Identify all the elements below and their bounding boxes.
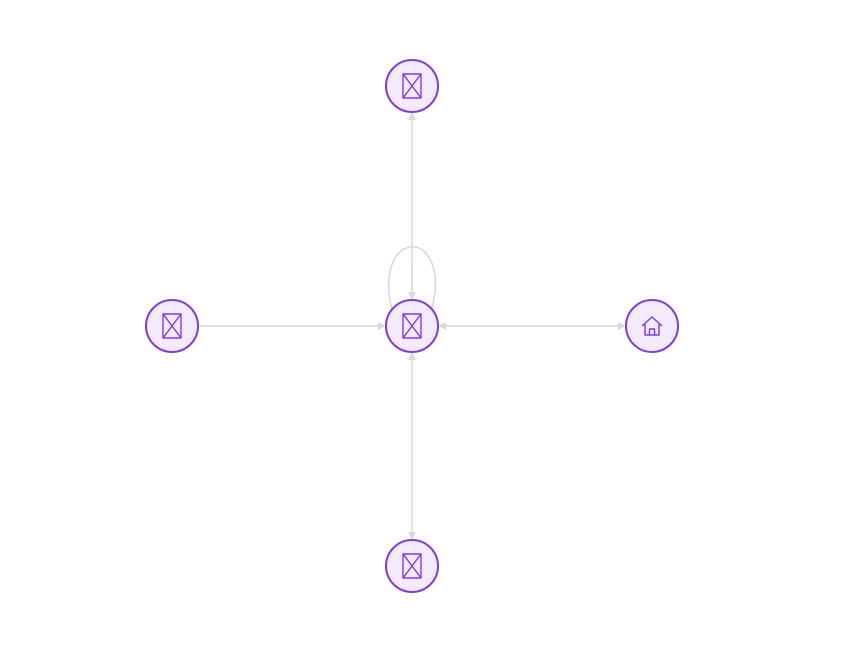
node-center[interactable]: [385, 299, 439, 353]
image-placeholder-icon: [162, 313, 182, 339]
edges-layer: [198, 112, 626, 540]
image-placeholder-icon: [402, 553, 422, 579]
node-circle[interactable]: [625, 299, 679, 353]
node-left[interactable]: [145, 299, 199, 353]
node-right[interactable]: [625, 299, 679, 353]
image-placeholder-icon: [402, 73, 422, 99]
home-icon: [641, 316, 663, 336]
nodes-layer: [145, 59, 679, 593]
node-top[interactable]: [385, 59, 439, 113]
self-loop-edge[interactable]: [387, 245, 437, 311]
node-bottom[interactable]: [385, 539, 439, 593]
image-placeholder-icon: [402, 313, 422, 339]
